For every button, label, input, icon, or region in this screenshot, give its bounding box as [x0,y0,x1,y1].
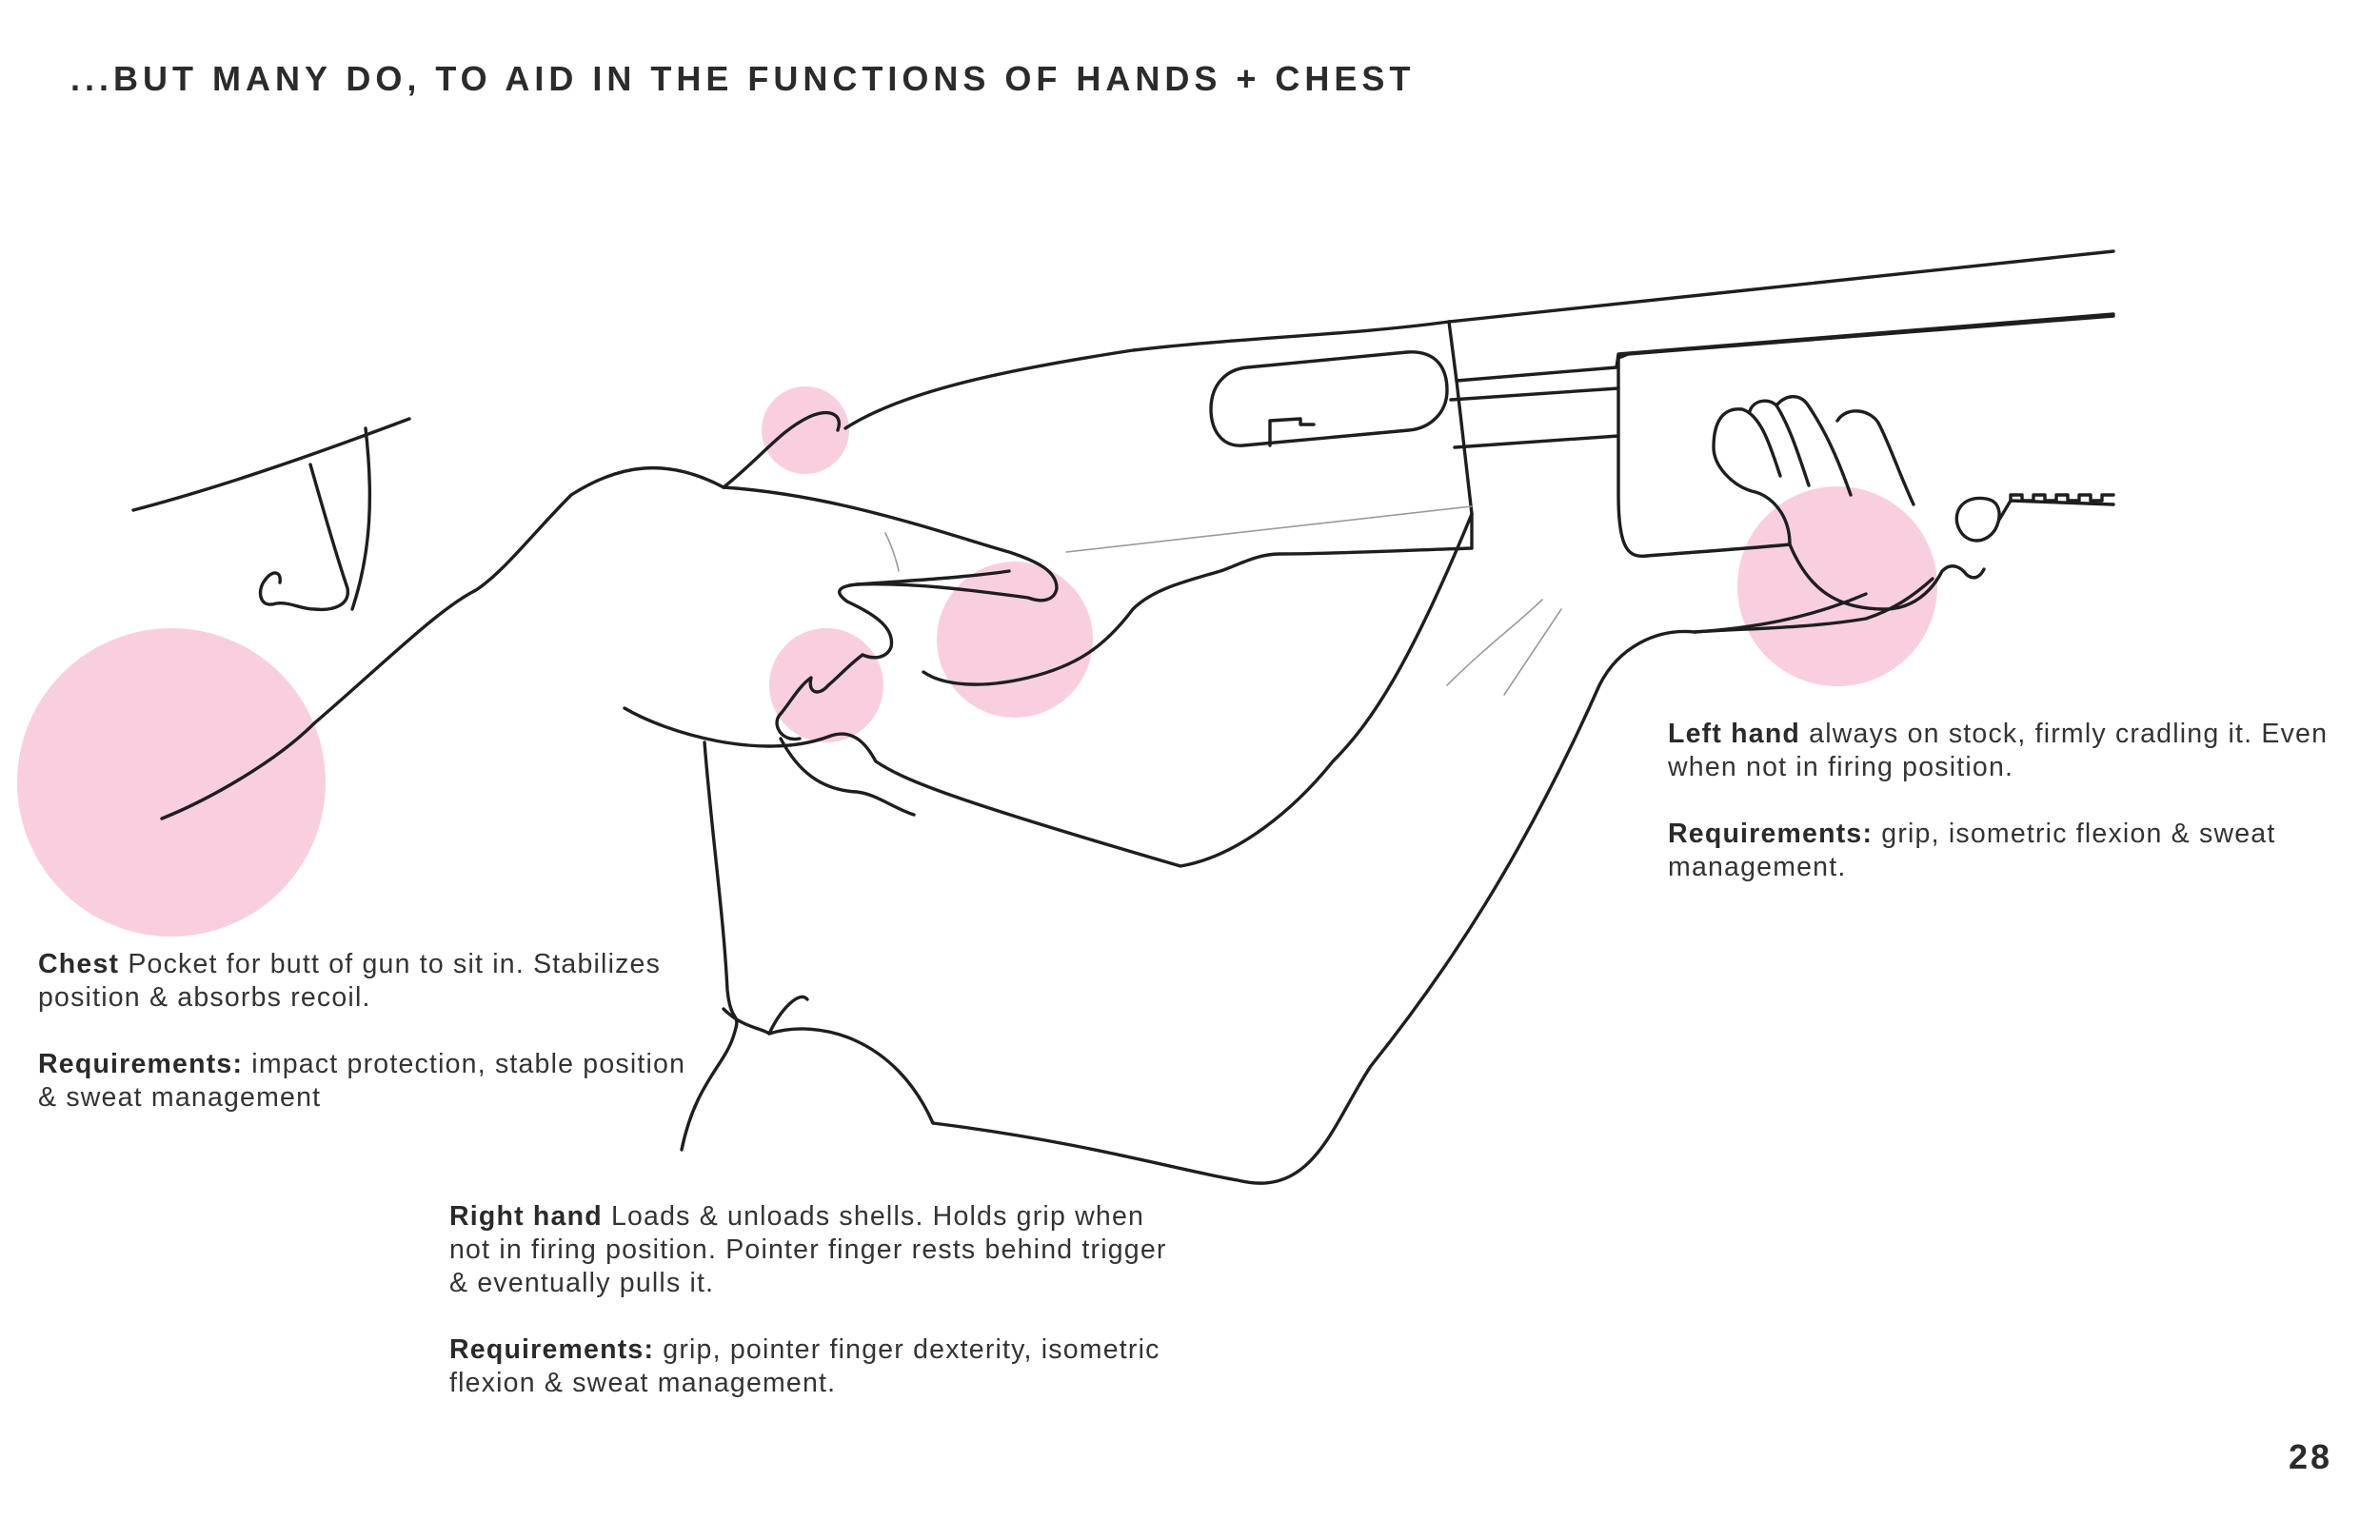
right-grip-fingers [775,653,864,741]
receiver-window [1209,350,1449,447]
trigger-finger-zone [937,562,1093,718]
forearm-muscle-line [1446,599,1543,686]
right-hand-description-block: Right hand Loads & unloads shells. Holds… [449,1200,1173,1300]
gun-receiver [843,320,1451,430]
right-thumb [722,411,842,489]
page-title: ...BUT MANY DO, TO AID IN THE FUNCTIONS … [70,59,1416,98]
chest-description-block: Chest Pocket for butt of gun to sit in. … [38,948,704,1015]
right-hand-annotation: Right hand Loads & unloads shells. Holds… [449,1200,1173,1400]
receiver-right-edge [1447,320,1474,516]
gun-barrel-top [1447,249,2115,324]
right-hand-requirements: grip, pointer finger dexterity, isometri… [449,1334,1160,1398]
cheek-line [131,417,411,512]
left-hand-requirements-block: Requirements: grip, isometric flexion & … [1668,818,2334,884]
nose-outline [258,463,349,612]
chest-description: Pocket for butt of gun to sit in. Stabil… [38,949,662,1013]
forend-top [1616,314,2115,360]
shoulder-line [767,1027,935,1125]
chest-requirements-label: Requirements: [38,1049,244,1079]
magazine-tube-bottom [1453,434,1620,449]
page-number: 28 [2288,1437,2332,1476]
right-upper-arm [680,740,739,1152]
right-hand-requirements-block: Requirements: grip, pointer finger dexte… [449,1333,1173,1400]
gun-lower-edge [922,512,1474,686]
sling-teeth [2009,493,2115,503]
right-hand-heading: Right hand [449,1201,603,1232]
ejection-port-detail [1268,417,1316,447]
magazine-tube-top [1449,386,1620,402]
left-hand-description: always on stock, firmly cradling it. Eve… [1668,719,2329,782]
arm-crease [722,995,809,1036]
chest-heading: Chest [38,949,120,979]
right-sleeve [779,737,916,817]
right-wrist [160,465,725,820]
left-palm [1788,543,1986,611]
chest-zone [17,628,326,937]
gun-forend [1616,356,1792,559]
right-hand-outline [722,485,1059,660]
left-hand-fingers [1712,395,1915,546]
right-hand-description: Loads & unloads shells. Holds grip when … [449,1201,1167,1298]
left-hand-requirements-label: Requirements: [1668,819,1874,849]
face-line [350,426,372,611]
left-wrist [1693,577,1934,634]
chest-requirements-block: Requirements: impact protection, stable … [38,1048,704,1115]
receiver-shadow-line [1065,505,1473,553]
right-index-finger [855,569,1011,586]
left-hand-annotation: Left hand always on stock, firmly cradli… [1668,718,2334,884]
chest-annotation: Chest Pocket for butt of gun to sit in. … [38,948,704,1115]
left-hand-heading: Left hand [1668,719,1801,749]
thumb-zone [762,386,849,474]
highlight-zones [17,386,1937,937]
chest-requirements: impact protection, stable position & swe… [38,1049,686,1113]
left-hand-zone [1737,486,1937,686]
left-hand-requirements: grip, isometric flexion & sweat manageme… [1668,819,2276,882]
right-forearm-lower [623,512,1474,868]
right-hand-requirements-label: Requirements: [449,1334,655,1365]
finger-crease [884,532,900,572]
left-hand-description-block: Left hand always on stock, firmly cradli… [1668,718,2334,784]
gun-sling [1954,496,2115,543]
forearm-muscle-line-2 [1503,608,1562,696]
